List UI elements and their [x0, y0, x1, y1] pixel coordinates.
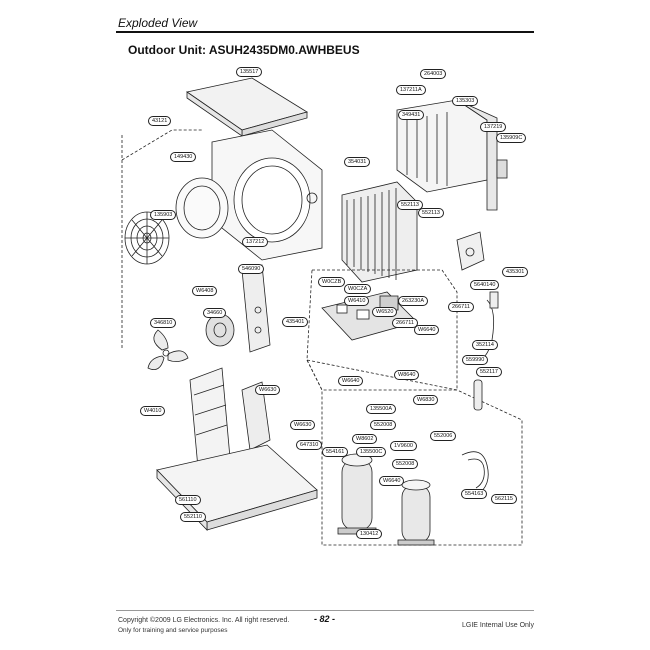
assembly-frame	[121, 129, 202, 350]
compressor-2	[397, 479, 435, 546]
part-label: 554161	[322, 447, 349, 457]
part-label: 559990	[462, 355, 489, 365]
part-label: 647310	[296, 440, 323, 450]
part-label: 135500C	[356, 447, 387, 457]
part-label: 34660	[203, 308, 227, 318]
part-label: W0CZB	[318, 277, 346, 287]
header-rule	[116, 31, 534, 33]
front-panel	[211, 129, 323, 261]
part-label: W6630	[255, 385, 281, 395]
fan-motor	[205, 313, 235, 347]
part-label: W8640	[394, 370, 420, 380]
control-box-outline	[306, 269, 523, 546]
training-note: Only for training and service purposes	[118, 627, 228, 634]
part-label: 435401	[282, 317, 309, 327]
part-label: 5640140	[470, 280, 500, 290]
part-label: W6630	[290, 420, 316, 430]
part-label: 561110	[175, 495, 201, 505]
part-label: 546090	[238, 264, 265, 274]
part-label: 562115	[491, 494, 517, 504]
part-label: W6520	[372, 307, 398, 317]
part-label: 435301	[502, 267, 529, 277]
condenser-coil	[341, 181, 418, 283]
exploded-view-diagram	[121, 77, 523, 546]
refrigerant-piping	[461, 291, 499, 496]
service-panel	[241, 381, 271, 451]
fan-guard	[124, 211, 170, 265]
part-label: 135303	[452, 96, 479, 106]
part-label: 352114	[472, 340, 498, 350]
part-label: 137212	[242, 237, 269, 247]
part-label: 135517	[236, 67, 263, 77]
part-label: 552113	[397, 200, 423, 210]
part-label: 149430	[170, 152, 197, 162]
propeller-fan	[147, 329, 189, 371]
part-label: 266711	[448, 302, 474, 312]
part-label: 135903	[150, 210, 177, 220]
part-label: W4010	[140, 406, 166, 416]
partition-panel	[189, 367, 231, 469]
part-label: W6640	[414, 325, 440, 335]
compressor-1	[337, 453, 377, 535]
part-label: W6640	[379, 476, 405, 486]
fan-shroud	[175, 177, 229, 239]
copyright-text: Copyright ©2009 LG Electronics. Inc. All…	[118, 617, 290, 624]
part-label: 137219	[480, 122, 507, 132]
motor-bracket	[241, 264, 271, 353]
internal-use-note: LGIE Internal Use Only	[462, 622, 534, 629]
footer-rule	[116, 610, 534, 611]
part-label: 552008	[370, 420, 397, 430]
part-label: 135500A	[366, 404, 397, 414]
part-label: 349431	[398, 110, 425, 120]
side-valve-panel	[456, 231, 485, 271]
part-label: W0CZA	[344, 284, 372, 294]
part-label: W6408	[192, 286, 218, 296]
part-label: 130412	[356, 529, 383, 539]
part-label: 135909C	[496, 133, 527, 143]
part-label: 137211A	[396, 85, 426, 95]
part-label: 554163	[461, 489, 488, 499]
part-label: 1V9600	[390, 441, 417, 451]
part-label: W6830	[413, 395, 439, 405]
part-label: 43121	[148, 116, 172, 126]
section-title: Exploded View	[118, 16, 198, 30]
top-cover	[186, 77, 308, 137]
part-label: 552006	[430, 431, 457, 441]
unit-title: Outdoor Unit: ASUH2435DM0.AWHBEUS	[128, 43, 360, 57]
part-label: W8602	[352, 434, 378, 444]
part-label: 263230A	[398, 296, 429, 306]
part-label: 552113	[418, 208, 444, 218]
part-label: 346810	[150, 318, 177, 328]
part-label: 264003	[420, 69, 447, 79]
page-number: - 82 -	[314, 614, 336, 624]
part-label: W6640	[338, 376, 364, 386]
part-label: 266711	[392, 318, 418, 328]
part-label: 354031	[344, 157, 371, 167]
part-label: 552117	[476, 367, 502, 377]
part-label: W6410	[344, 296, 370, 306]
part-label: 552008	[392, 459, 419, 469]
part-label: 552110	[180, 512, 206, 522]
